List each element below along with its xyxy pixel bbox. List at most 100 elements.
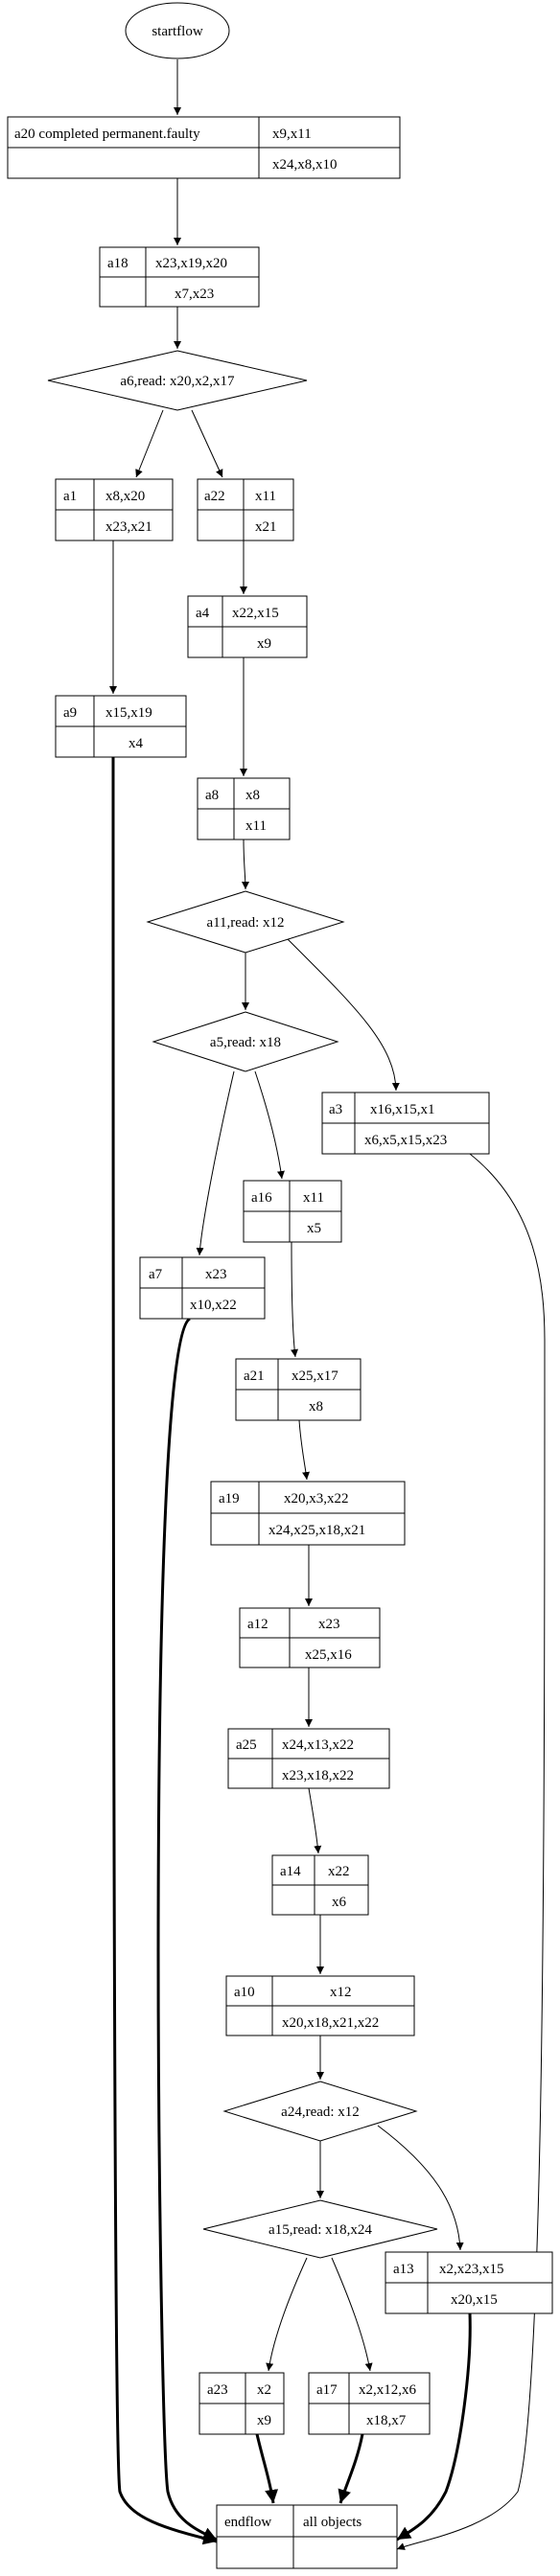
node-a1: a1 x8,x20 x23,x21 (55, 478, 174, 541)
end-objects: all objects (303, 2515, 362, 2530)
node-a9-writes: x4 (128, 736, 144, 751)
node-a12-reads: x23 (318, 1617, 340, 1632)
node-a10-name: a10 (234, 1985, 255, 2000)
edge-d24-a13 (377, 2125, 464, 2251)
edge-d15-a23 (266, 2257, 308, 2372)
node-a19-writes: x24,x25,x18,x21 (268, 1523, 365, 1538)
edge-d5-a7 (196, 1070, 235, 1256)
node-a12-writes: x25,x16 (305, 1647, 352, 1663)
node-a23-reads: x2 (257, 2382, 271, 2398)
node-a8-reads: x8 (245, 788, 260, 803)
node-a17-name: a17 (316, 2382, 338, 2398)
node-a4-name: a4 (196, 606, 210, 621)
node-a13-reads: x2,x23,x15 (439, 2262, 504, 2277)
node-a14-name: a14 (280, 1864, 301, 1879)
node-a4-writes: x9 (257, 636, 271, 652)
node-a21-name: a21 (244, 1368, 265, 1384)
node-a17: a17 x2,x12,x6 x18,x7 (308, 2372, 431, 2435)
decision-a11: a11,read: x12 (146, 890, 345, 954)
node-a9: a9 x15,x19 x4 (55, 695, 187, 758)
edge-a9-end (111, 756, 218, 2545)
node-a22: a22 x11 x21 (197, 478, 294, 541)
node-a21: a21 x25,x17 x8 (235, 1358, 362, 1421)
edge-a23-end (255, 2433, 279, 2504)
node-a25-reads: x24,x13,x22 (282, 1737, 354, 1753)
node-a23: a23 x2 x9 (198, 2372, 285, 2435)
node-a8-name: a8 (205, 788, 219, 803)
decision-a6-label: a6,read: x20,x2,x17 (120, 374, 235, 389)
edge-a13-end (396, 2312, 472, 2542)
node-a13: a13 x2,x23,x15 x20,x15 (385, 2251, 553, 2314)
node-a7-name: a7 (149, 1267, 163, 1282)
node-a16-writes: x5 (307, 1221, 321, 1236)
node-a18-name: a18 (107, 256, 128, 271)
node-a10-writes: x20,x18,x21,x22 (282, 2015, 379, 2031)
node-a22-writes: x21 (255, 519, 277, 535)
node-a16: a16 x11 x5 (243, 1180, 342, 1243)
node-a19-name: a19 (219, 1491, 240, 1506)
edge-a16-a21 (291, 1241, 298, 1358)
node-a9-reads: x15,x19 (105, 705, 152, 721)
node-a25-name: a25 (236, 1737, 257, 1753)
node-a3: a3 x16,x15,x1 x6,x5,x15,x23 (321, 1092, 490, 1155)
decision-a24-label: a24,read: x12 (281, 2104, 360, 2120)
node-a7-writes: x10,x22 (190, 1298, 237, 1313)
edge-d11-a3 (287, 938, 400, 1092)
node-a13-name: a13 (393, 2262, 414, 2277)
node-a3-reads: x16,x15,x1 (370, 1102, 435, 1117)
node-a10: a10 x12 x20,x18,x21,x22 (225, 1975, 415, 2036)
decision-a15: a15,read: x18,x24 (202, 2199, 438, 2259)
node-a22-name: a22 (204, 489, 225, 504)
node-a1-reads: x8,x20 (105, 489, 145, 504)
node-a21-writes: x8 (309, 1399, 323, 1414)
node-a20-name: a20 completed permanent.faulty (14, 126, 200, 142)
edge-d6-a22 (191, 409, 223, 478)
node-a13-writes: x20,x15 (451, 2292, 498, 2308)
node-a12: a12 x23 x25,x16 (239, 1607, 381, 1668)
node-a12-name: a12 (247, 1617, 268, 1632)
node-a22-reads: x11 (255, 489, 276, 504)
node-a7: a7 x23 x10,x22 (139, 1256, 266, 1320)
node-a21-reads: x25,x17 (292, 1368, 338, 1384)
node-a20-writes: x24,x8,x10 (272, 157, 338, 172)
node-a8: a8 x8 x11 (197, 777, 291, 840)
edge-a3-end (396, 1153, 546, 2550)
node-a23-name: a23 (207, 2382, 228, 2398)
edge-a17-end (338, 2433, 364, 2504)
edge-a8-d11 (241, 839, 249, 890)
node-a1-writes: x23,x21 (105, 519, 152, 535)
edge-a25-a14 (308, 1787, 322, 1854)
decision-a5: a5,read: x18 (152, 1011, 339, 1072)
node-a23-writes: x9 (257, 2413, 271, 2428)
node-a9-name: a9 (63, 705, 77, 721)
end-name: endflow (224, 2515, 271, 2530)
node-a7-reads: x23 (205, 1267, 227, 1282)
node-a4-reads: x22,x15 (232, 606, 279, 621)
decision-a15-label: a15,read: x18,x24 (268, 2222, 372, 2238)
node-a18: a18 x23,x19,x20 x7,x23 (99, 246, 260, 308)
node-a19-reads: x20,x3,x22 (284, 1491, 349, 1506)
start-label: startflow (152, 24, 202, 39)
decision-a5-label: a5,read: x18 (210, 1035, 281, 1050)
edge-d15-a17 (331, 2257, 373, 2372)
start-node: startflow (125, 2, 230, 59)
node-a10-reads: x12 (330, 1985, 352, 2000)
node-a1-name: a1 (63, 489, 77, 504)
node-a17-writes: x18,x7 (366, 2413, 407, 2428)
edge-d5-a16 (254, 1070, 285, 1180)
decision-a6: a6,read: x20,x2,x17 (47, 350, 308, 411)
node-a16-reads: x11 (303, 1190, 324, 1206)
node-a17-reads: x2,x12,x6 (359, 2382, 417, 2398)
node-a18-reads: x23,x19,x20 (155, 256, 227, 271)
node-a14-writes: x6 (332, 1895, 347, 1910)
edge-d6-a1 (135, 409, 164, 478)
node-a14-reads: x22 (328, 1864, 350, 1879)
node-a20-reads: x9,x11 (272, 126, 312, 142)
decision-a11-label: a11,read: x12 (206, 915, 284, 931)
node-a25-writes: x23,x18,x22 (282, 1768, 354, 1783)
decision-a24: a24,read: x12 (222, 2081, 418, 2142)
node-a4: a4 x22,x15 x9 (187, 595, 308, 658)
node-a19: a19 x20,x3,x22 x24,x25,x18,x21 (210, 1481, 406, 1546)
node-a3-name: a3 (329, 1102, 342, 1117)
